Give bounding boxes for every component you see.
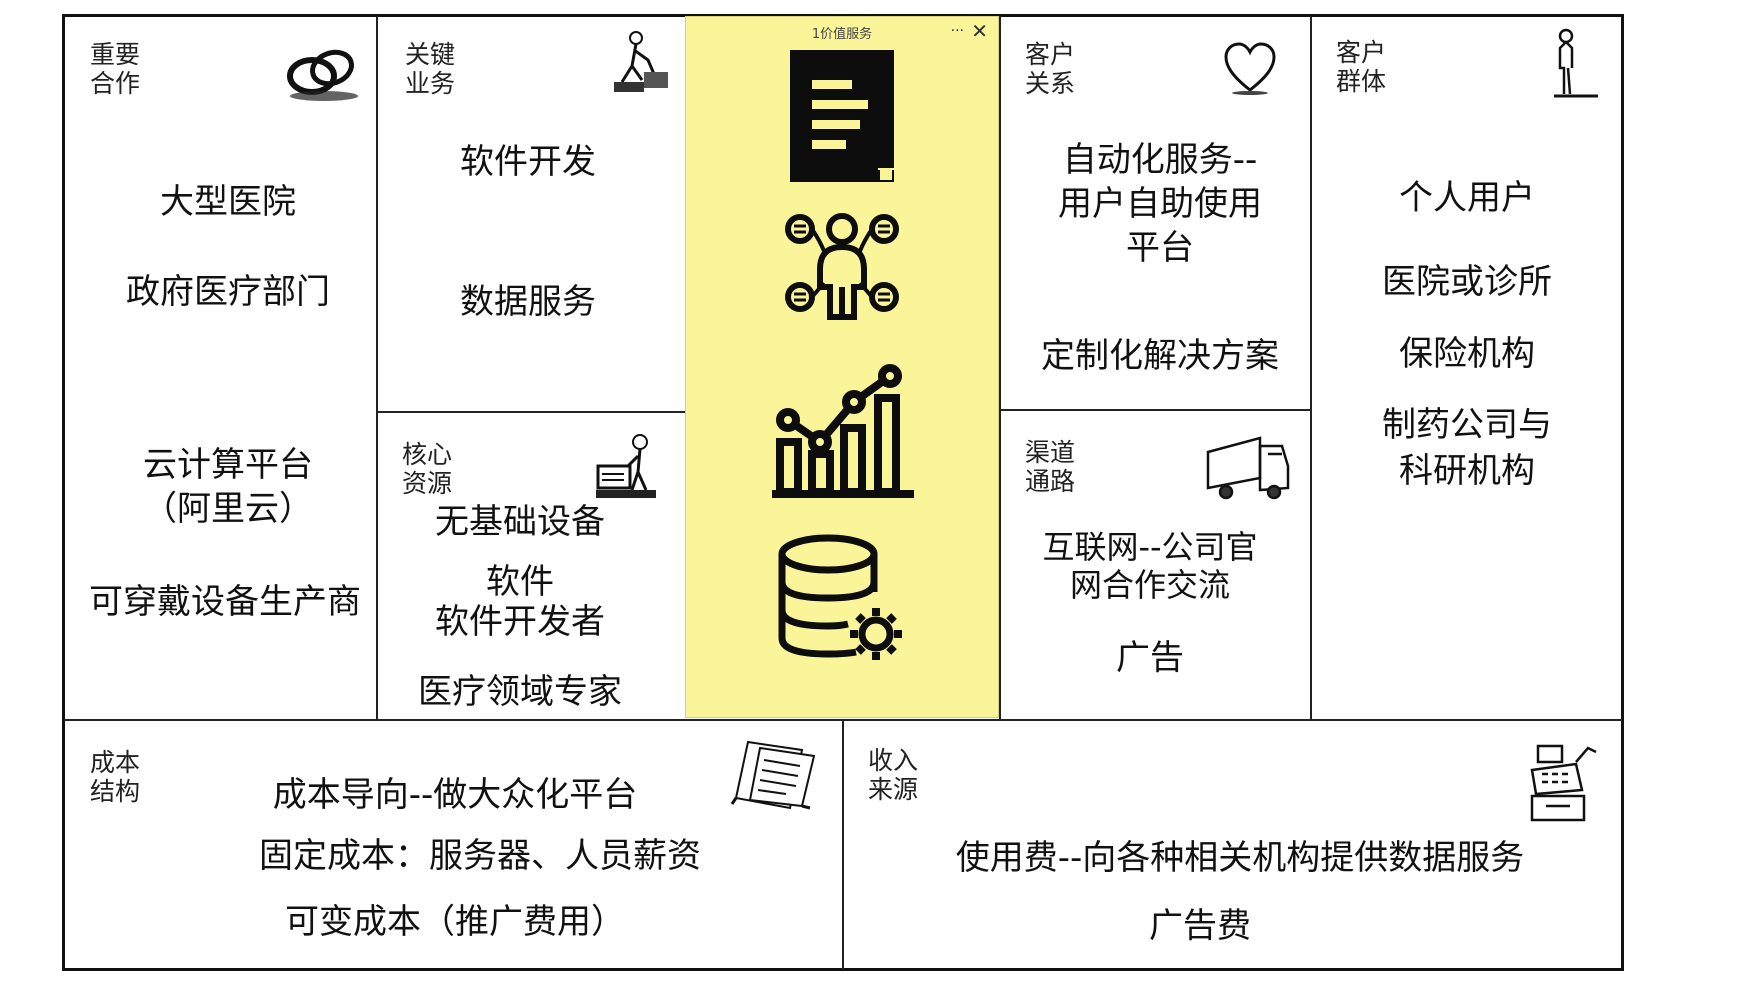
divider (999, 409, 1310, 411)
revenue-item: 广告费 (1149, 906, 1251, 946)
revenue-item: 使用费--向各种相关机构提供数据服务 (955, 838, 1525, 878)
relations-heading: 客户 关系 (1025, 40, 1076, 98)
channel-item: 互联网--公司官 网合作交流 (1042, 528, 1258, 604)
forklift-icon (594, 432, 674, 508)
segment-item: 医院或诊所 (1382, 262, 1552, 302)
note-title: 1价值服务 (811, 26, 873, 42)
heart-icon (1222, 40, 1278, 96)
value-proposition-note[interactable]: 1价值服务 ··· ✕ (685, 16, 999, 718)
note-title-bar[interactable]: 1价值服务 (686, 17, 998, 47)
partner-item: 大型医院 (160, 182, 296, 222)
more-options-icon[interactable]: ··· (950, 23, 964, 39)
canvas-frame (62, 14, 1624, 971)
relation-item: 自动化服务-- 用户自助使用 平台 (1058, 140, 1262, 268)
divider (842, 719, 844, 969)
relation-item: 定制化解决方案 (1041, 336, 1279, 376)
divider (376, 16, 378, 721)
cost-item: 可变成本（推广费用） (285, 902, 625, 942)
people-network-icon (784, 207, 900, 323)
close-icon[interactable]: ✕ (971, 19, 988, 43)
activity-item: 数据服务 (460, 282, 596, 322)
channels-heading: 渠道 通路 (1025, 438, 1076, 496)
rings-icon (282, 42, 364, 104)
partner-item: 政府医疗部门 (126, 272, 330, 312)
cost-item: 成本导向--做大众化平台 (272, 775, 638, 815)
revenue-heading: 收入 来源 (868, 746, 919, 804)
segments-heading: 客户 群体 (1336, 38, 1387, 96)
database-gear-icon (776, 534, 912, 670)
document-icon (790, 50, 894, 182)
partner-item: 云计算平台 （阿里云） (143, 445, 313, 529)
resource-item: 软件 软件开发者 (435, 562, 605, 642)
cash-register-icon (1526, 740, 1602, 826)
worker-icon (608, 30, 674, 96)
activities-heading: 关键 业务 (405, 40, 456, 98)
receipt-icon (730, 740, 822, 810)
truck-icon (1202, 432, 1292, 504)
segment-item: 保险机构 (1399, 334, 1535, 374)
cost-item: 固定成本：服务器、人员薪资 (259, 836, 701, 876)
partner-item: 可穿戴设备生产商 (89, 582, 361, 622)
segment-item: 个人用户 (1399, 178, 1535, 218)
person-icon (1546, 28, 1602, 100)
divider (376, 411, 685, 413)
cost-heading: 成本 结构 (90, 748, 141, 806)
activity-item: 软件开发 (460, 142, 596, 182)
divider (1310, 16, 1312, 721)
channel-item: 广告 (1116, 638, 1184, 678)
resources-heading: 核心 资源 (402, 440, 453, 498)
resource-item: 无基础设备 (435, 502, 605, 542)
segment-item: 制药公司与 科研机构 (1382, 405, 1552, 491)
resource-item: 医疗领域专家 (418, 672, 622, 712)
divider (999, 16, 1001, 721)
growth-chart-icon (768, 350, 918, 500)
partners-heading: 重要 合作 (90, 40, 141, 98)
